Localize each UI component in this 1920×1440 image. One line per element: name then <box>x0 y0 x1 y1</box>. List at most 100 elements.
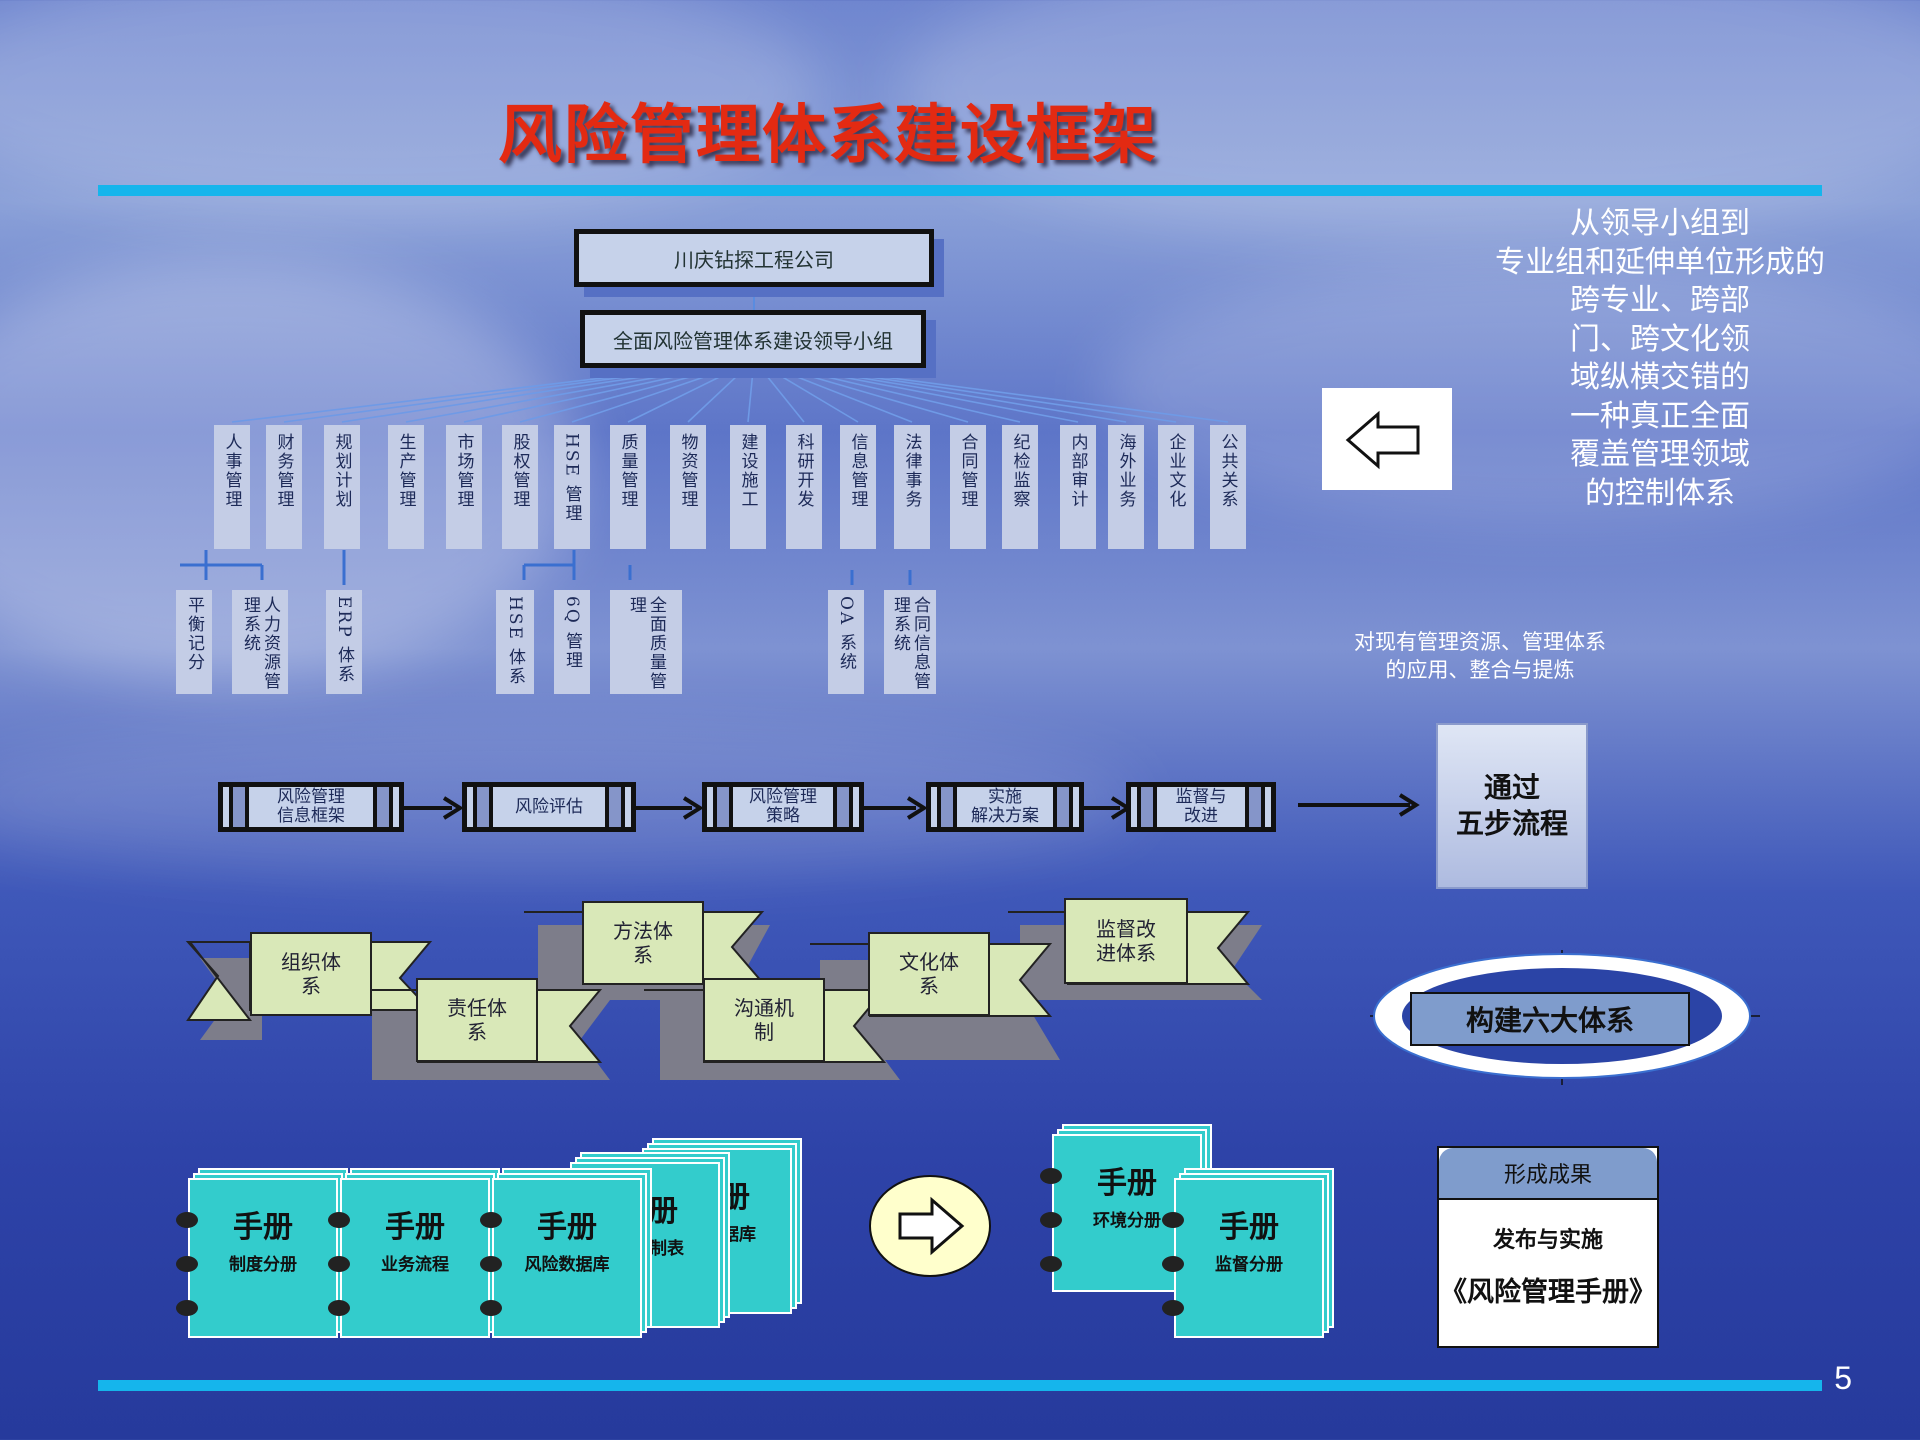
right-text-line-0: 从领导小组到 <box>1570 206 1750 241</box>
step-5: 监督与 改进 <box>1126 782 1276 832</box>
manual-ring-icon <box>480 1212 502 1228</box>
department-10: 科研开发 <box>786 425 822 549</box>
manual-manuals_back-0-subtitle: 制表 <box>650 1239 684 1259</box>
subsystem-0: 平衡记分 <box>176 590 212 694</box>
system-culture-label: 文化体 系 <box>899 950 959 998</box>
manual-ring-icon <box>1040 1212 1062 1228</box>
right-text-line-6: 覆盖管理领域 <box>1570 437 1750 472</box>
subsystem-3: HSE 体系 <box>496 590 534 694</box>
note-line-1: 对现有管理资源、管理体系 <box>1354 630 1606 654</box>
department-16: 海外业务 <box>1108 425 1144 549</box>
department-0: 人事管理 <box>214 425 250 549</box>
right-text-line-2: 跨专业、跨部 <box>1570 283 1750 318</box>
bottom-rule <box>98 1380 1822 1391</box>
manual-manuals_left-1-page: 手册业务流程 <box>340 1178 490 1338</box>
manual-manuals_right-1-title: 手册 <box>1219 1210 1279 1245</box>
manual-ring-icon <box>480 1300 502 1316</box>
five-step-line-1: 通过 <box>1483 771 1540 804</box>
manual-manuals_left-1-title: 手册 <box>385 1210 445 1245</box>
step-2-label: 风险评估 <box>515 796 583 817</box>
step-2: 风险评估 <box>462 782 636 832</box>
manual-manuals_left-2-title: 手册 <box>537 1210 597 1245</box>
department-8: 物资管理 <box>670 425 706 549</box>
department-1: 财务管理 <box>266 425 302 549</box>
five-step-box: 通过 五步流程 <box>1436 723 1588 889</box>
top-rule <box>98 185 1822 196</box>
step-1-label: 风险管理 信息框架 <box>277 787 345 826</box>
department-2: 规划计划 <box>324 425 360 549</box>
manual-ring-icon <box>176 1212 198 1228</box>
manual-manuals_right-1-page: 手册监督分册 <box>1174 1178 1324 1338</box>
step-3-label: 风险管理 策略 <box>749 787 817 826</box>
note-line-2: 的应用、整合与提炼 <box>1385 658 1575 682</box>
department-3: 生产管理 <box>388 425 424 549</box>
department-15: 内部审计 <box>1060 425 1096 549</box>
right-description: 从领导小组到专业组和延伸单位形成的跨专业、跨部门、跨文化领域纵横交错的一种真正全… <box>1470 205 1850 513</box>
manual-manuals_left-1-subtitle: 业务流程 <box>381 1255 449 1275</box>
right-text-line-1: 专业组和延伸单位形成的 <box>1495 244 1825 280</box>
manual-manuals_left-0-page: 手册制度分册 <box>188 1178 338 1338</box>
six-systems-label: 构建六大体系 <box>1410 992 1690 1046</box>
step-4-label: 实施 解决方案 <box>971 787 1039 826</box>
department-18: 公共关系 <box>1210 425 1246 549</box>
manual-ring-icon <box>1162 1256 1184 1272</box>
department-9: 建设施工 <box>730 425 766 549</box>
system-responsibility-label: 责任体 系 <box>447 996 507 1044</box>
manual-manuals_left-2-page: 手册风险数据库 <box>492 1178 642 1338</box>
department-14: 纪检监察 <box>1002 425 1038 549</box>
manual-ring-icon <box>1162 1212 1184 1228</box>
manual-ring-icon <box>176 1300 198 1316</box>
manual-manuals_right-0-title: 手册 <box>1097 1166 1157 1201</box>
result-header: 形成成果 <box>1439 1148 1657 1200</box>
integration-note: 对现有管理资源、管理体系 的应用、整合与提炼 <box>1330 628 1630 684</box>
manual-ring-icon <box>1040 1256 1062 1272</box>
subsystem-1: 人力资源管理系统 <box>232 590 288 694</box>
manual-manuals_left-2-subtitle: 风险数据库 <box>524 1255 610 1275</box>
leader-group-box: 全面风险管理体系建设领导小组 <box>580 310 926 368</box>
department-17: 企业文化 <box>1158 425 1194 549</box>
department-5: 股权管理 <box>502 425 538 549</box>
subsystem-5: 全面质量管理 <box>610 590 682 694</box>
department-4: 市场管理 <box>446 425 482 549</box>
manual-manuals_left-0-title: 手册 <box>233 1210 293 1245</box>
manual-ring-icon <box>176 1256 198 1272</box>
manual-ring-icon <box>480 1256 502 1272</box>
manual-manuals_right-0-subtitle: 环境分册 <box>1093 1211 1161 1231</box>
result-line-1: 发布与实施 <box>1492 1227 1603 1253</box>
right-text-line-4: 域纵横交错的 <box>1570 360 1750 395</box>
manual-ring-icon <box>328 1300 350 1316</box>
system-organization-label: 组织体 系 <box>281 950 341 998</box>
department-6: HSE 管理 <box>554 425 590 549</box>
manual-ring-icon <box>328 1256 350 1272</box>
result-box: 形成成果 发布与实施 《风险管理手册》 <box>1437 1146 1659 1348</box>
system-supervision-label: 监督改 进体系 <box>1096 917 1156 965</box>
subsystem-7: 合同信息管理系统 <box>884 590 936 694</box>
page-title: 风险管理体系建设框架 <box>498 99 1158 173</box>
manual-manuals_back-0-title: 册 <box>648 1194 678 1229</box>
system-method-label: 方法体 系 <box>613 919 673 967</box>
manual-manuals_back-1-subtitle: 据库 <box>722 1225 756 1245</box>
company-box: 川庆钻探工程公司 <box>574 229 934 287</box>
manual-manuals_right-1-subtitle: 监督分册 <box>1215 1255 1283 1275</box>
five-step-line-2: 五步流程 <box>1455 807 1568 840</box>
department-11: 信息管理 <box>840 425 876 549</box>
right-text-line-5: 一种真正全面 <box>1570 398 1750 434</box>
manual-ring-icon <box>1040 1168 1062 1184</box>
right-text-line-7: 的控制体系 <box>1585 475 1735 511</box>
department-7: 质量管理 <box>610 425 646 549</box>
subsystem-6: OA 系统 <box>828 590 864 694</box>
step-1: 风险管理 信息框架 <box>218 782 404 832</box>
step-3: 风险管理 策略 <box>702 782 864 832</box>
department-12: 法律事务 <box>894 425 930 549</box>
manual-ring-icon <box>1162 1300 1184 1316</box>
step-5-label: 监督与 改进 <box>1175 787 1227 826</box>
subsystem-4: 6Q 管理 <box>554 590 590 694</box>
manual-manuals_left-0-subtitle: 制度分册 <box>229 1255 297 1275</box>
system-communication-label: 沟通机 制 <box>734 996 794 1044</box>
subsystem-2: ERP 体系 <box>326 590 362 694</box>
page-number: 5 <box>1834 1360 1852 1396</box>
result-line-2: 《风险管理手册》 <box>1440 1277 1656 1308</box>
department-13: 合同管理 <box>950 425 986 549</box>
step-4: 实施 解决方案 <box>926 782 1084 832</box>
right-text-line-3: 门、跨文化领 <box>1570 321 1750 357</box>
